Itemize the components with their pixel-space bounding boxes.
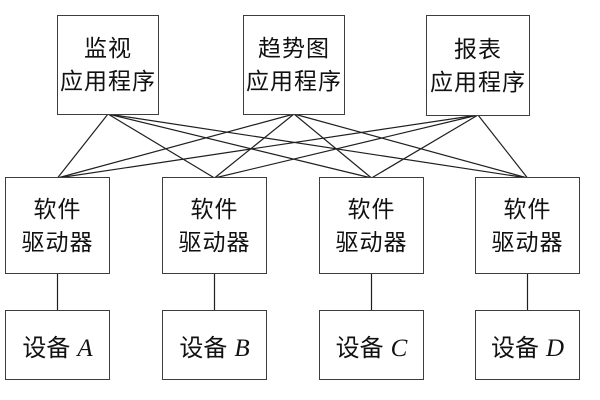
node-software-driver-4: 软件 驱动器 [475,177,580,274]
label-line: 驱动器 [491,229,564,255]
label-line: 软件 [33,196,82,222]
label-line: 应用程序 [60,69,156,94]
device-letter: D [545,334,565,362]
device-letter: C [390,334,408,362]
node-monitor-application: 监视 应用程序 [57,15,159,115]
device-prefix: 设备 [22,335,71,362]
label-line: 应用程序 [430,69,526,95]
label-line: 软件 [503,196,552,222]
node-software-driver-2: 软件 驱动器 [162,177,267,274]
label-line: 软件 [347,196,396,222]
node-software-driver-2-label: 软件 驱动器 [179,193,251,259]
node-monitor-application-label: 监视 应用程序 [60,32,156,98]
label-line: 应用程序 [246,69,342,94]
node-software-driver-3-label: 软件 驱动器 [336,193,408,259]
node-trend-chart-application: 趋势图 应用程序 [243,15,345,115]
device-prefix: 设备 [490,335,539,362]
device-prefix: 设备 [179,335,228,362]
label-line: 监视 [84,36,132,61]
node-trend-chart-application-label: 趋势图 应用程序 [246,32,342,98]
device-letter: B [234,334,250,362]
label-line: 驱动器 [335,229,408,255]
node-software-driver-1-label: 软件 驱动器 [22,193,94,259]
node-report-application-label: 报表 应用程序 [430,33,526,99]
node-software-driver-1: 软件 驱动器 [5,177,110,274]
label-line: 驱动器 [21,229,94,255]
device-prefix: 设备 [335,335,384,362]
label-line: 软件 [190,196,239,222]
label-line: 趋势图 [258,36,330,61]
node-software-driver-4-label: 软件 驱动器 [492,193,564,259]
device-letter: A [77,334,93,362]
label-line: 报表 [454,36,502,62]
node-report-application: 报表 应用程序 [426,15,530,116]
node-software-driver-3: 软件 驱动器 [319,177,424,274]
label-line: 驱动器 [178,229,251,255]
